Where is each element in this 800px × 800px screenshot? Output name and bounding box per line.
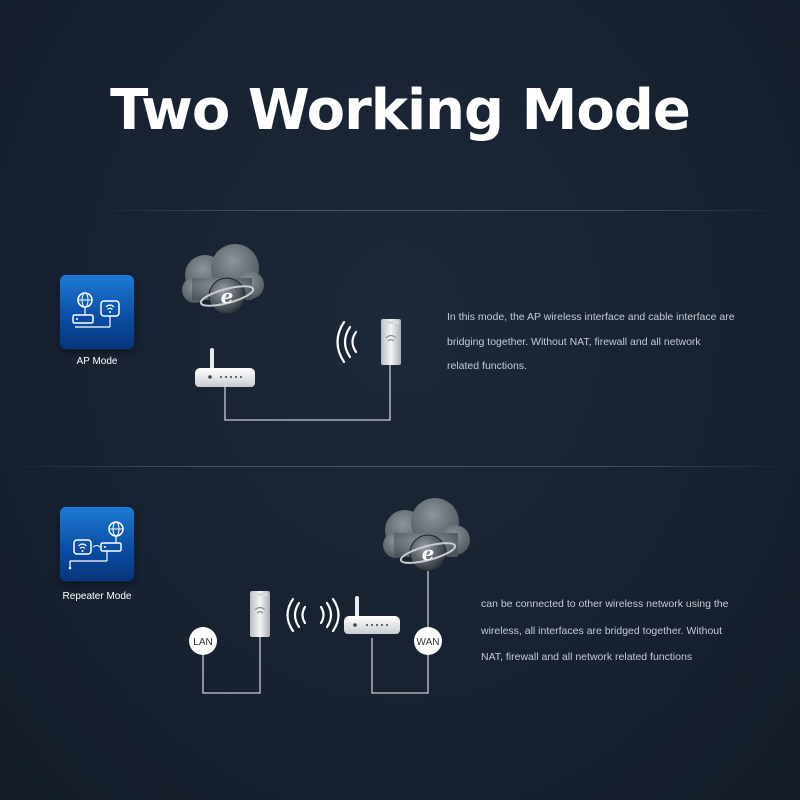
repeater-desc-line: can be connected to other wireless netwo…: [481, 598, 729, 610]
repeater-wifi-signal-icon: [286, 597, 340, 633]
ap-desc-line: In this mode, the AP wireless interface …: [447, 311, 735, 323]
repeater-wan-cable: [371, 638, 429, 694]
repeater-desc-line: wireless, all interfaces are bridged tog…: [481, 624, 723, 637]
ap-desc-line: bridging together. Without NAT, firewall…: [447, 335, 701, 348]
repeater-desc-line: NAT, firewall and all network related fu…: [481, 651, 693, 663]
ap-mode-description: In this mode, the AP wireless interface …: [447, 305, 735, 379]
lan-port-label: LAN: [193, 637, 212, 648]
ap-router: [195, 348, 255, 387]
svg-text:e: e: [221, 284, 234, 308]
lan-port-badge: LAN: [189, 627, 217, 655]
repeater-router: [344, 596, 400, 634]
repeater-mode-badge: [60, 507, 134, 581]
repeater-lan-cable: [202, 637, 261, 694]
ap-cable: [224, 365, 391, 421]
ap-mode-label: AP Mode: [76, 356, 118, 367]
ap-mode-icon: [72, 292, 120, 328]
repeater-internet-cloud: e: [383, 498, 470, 572]
wan-port-badge: WAN: [414, 627, 442, 655]
page-title: Two Working Mode: [110, 78, 691, 143]
ap-internet-cloud: e: [182, 244, 264, 315]
ap-desc-line: related functions.: [447, 360, 527, 372]
top-divider: [90, 210, 790, 211]
repeater-mode-description: can be connected to other wireless netwo…: [481, 591, 728, 671]
ap-mode-badge: [60, 275, 134, 349]
ap-cpe-device: [381, 319, 401, 365]
middle-divider: [0, 466, 800, 467]
wan-port-label: WAN: [417, 637, 440, 648]
repeater-mode-icon: [68, 521, 124, 570]
svg-text:e: e: [422, 541, 435, 565]
repeater-mode-label: Repeater Mode: [62, 591, 132, 602]
ap-wifi-signal-icon: [336, 320, 358, 364]
repeater-cpe-device: [250, 591, 270, 637]
